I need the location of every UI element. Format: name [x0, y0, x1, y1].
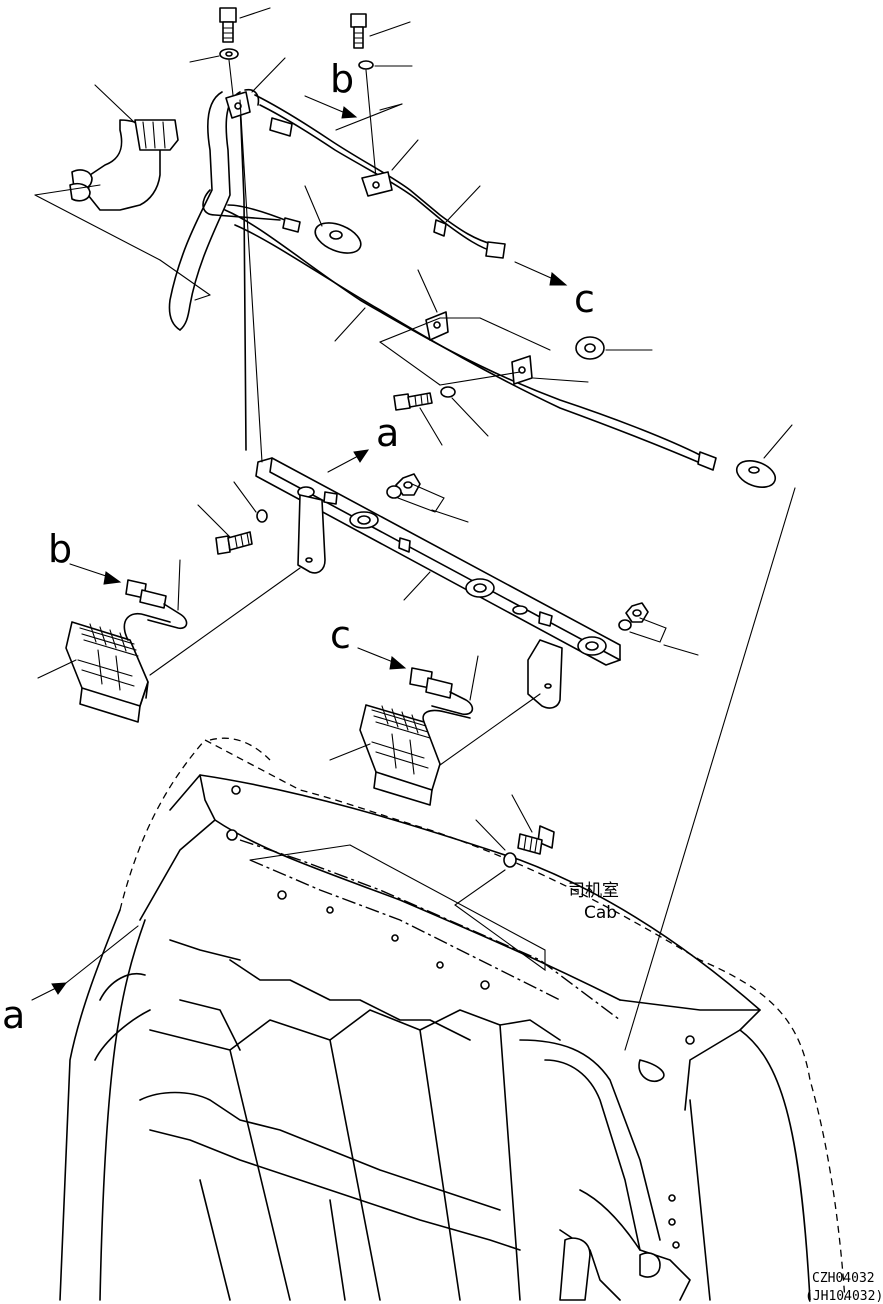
bolt-lower [249, 794, 555, 972]
bolt-mid [393, 392, 443, 446]
grommet-left [304, 185, 362, 254]
left-mount-bracket [69, 84, 179, 211]
top-harness [34, 7, 793, 488]
washer-top-right [358, 60, 413, 70]
nut-lower [618, 602, 699, 656]
bolt-top-right [350, 13, 411, 49]
spacer [575, 336, 653, 360]
label-a-left: a [2, 993, 25, 1037]
clamp-upper-left [225, 57, 286, 119]
work-lamp-left [37, 613, 171, 723]
washer-top-left [189, 48, 239, 63]
label-c-mid: c [330, 613, 351, 657]
cab-roof [59, 737, 846, 1301]
bolt-bar-left [197, 481, 268, 555]
mounting-bar [239, 99, 796, 1051]
connector-right [357, 647, 479, 716]
bolt-top-left [219, 7, 271, 43]
label-a-top: a [376, 411, 399, 455]
clamp-mid [417, 269, 449, 341]
connector-left [69, 559, 188, 630]
nut-upper [386, 473, 469, 523]
label-b-left: b [48, 527, 72, 571]
grommet-right [735, 424, 793, 488]
label-c-top: c [574, 277, 595, 321]
clamp-upper-mid [361, 139, 419, 197]
washer-mid [440, 386, 489, 437]
drawing-code: CZH04032 [812, 1271, 875, 1286]
clamp-right [511, 355, 589, 385]
cab-label-chinese: 司机室 [568, 881, 619, 901]
cab-label-english: Cab [584, 903, 617, 923]
work-lamp-right [329, 704, 471, 806]
drawing-code-alt: (JH104032) [805, 1289, 883, 1304]
label-b-top: b [330, 57, 354, 101]
